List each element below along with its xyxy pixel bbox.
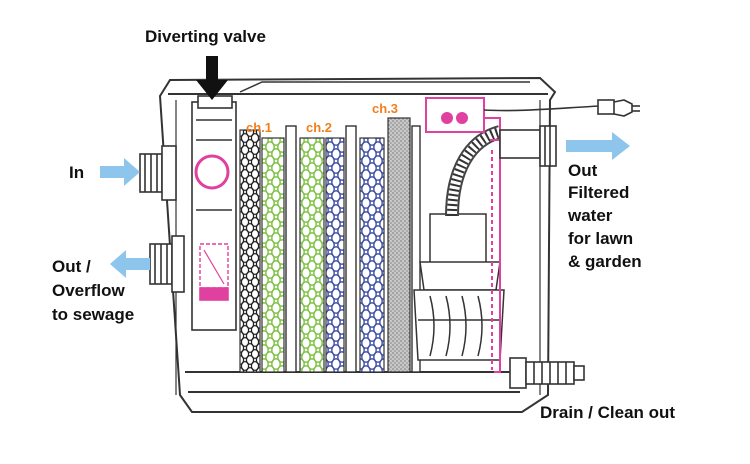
- chamber-1-label: ch.1: [246, 120, 273, 135]
- overflow-label-line3: to sewage: [52, 305, 135, 324]
- drain-label: Drain / Clean out: [540, 403, 676, 422]
- outlet-connector: [425, 97, 501, 373]
- filtered-label-line2: Filtered: [568, 183, 630, 202]
- green-media-panel-1: [261, 137, 285, 373]
- divider-3: [411, 125, 421, 373]
- pump: [413, 213, 505, 361]
- drain-pipe: [509, 357, 585, 389]
- filtered-label-line1: Out: [568, 161, 598, 180]
- green-media-panel-2: [299, 137, 325, 373]
- overflow-label-line2: Overflow: [52, 281, 125, 300]
- black-media-panel: [239, 129, 261, 373]
- overflow-pipe: [149, 235, 185, 293]
- filtered-label-line5: & garden: [568, 252, 642, 271]
- overflow-arrow: [110, 250, 150, 278]
- inlet-arrow: [100, 158, 140, 186]
- chamber-2-label: ch.2: [306, 120, 333, 135]
- diverting-valve-arrow: [196, 56, 228, 100]
- blue-media-panel-1: [325, 137, 345, 373]
- inlet-label: In: [69, 163, 85, 182]
- diverting-valve-label: Diverting valve: [145, 27, 266, 46]
- filtered-out-arrow: [566, 132, 630, 160]
- overflow-label-line1: Out /: [52, 257, 91, 276]
- divider-1: [285, 125, 297, 373]
- chamber-3-label: ch.3: [372, 101, 399, 116]
- inlet-pipe: [139, 145, 177, 201]
- diverting-valve-body: [191, 95, 237, 331]
- divider-2: [345, 125, 357, 373]
- filtered-outlet-pipe: [499, 125, 557, 167]
- blue-media-panel-2: [359, 137, 385, 373]
- filtered-label-line3: water: [568, 206, 613, 225]
- lid-rim: [239, 81, 530, 93]
- pump-hose: [445, 125, 503, 217]
- filtered-label-line4: for lawn: [568, 229, 634, 248]
- power-cable: [483, 99, 640, 117]
- grey-media-panel: [387, 117, 411, 373]
